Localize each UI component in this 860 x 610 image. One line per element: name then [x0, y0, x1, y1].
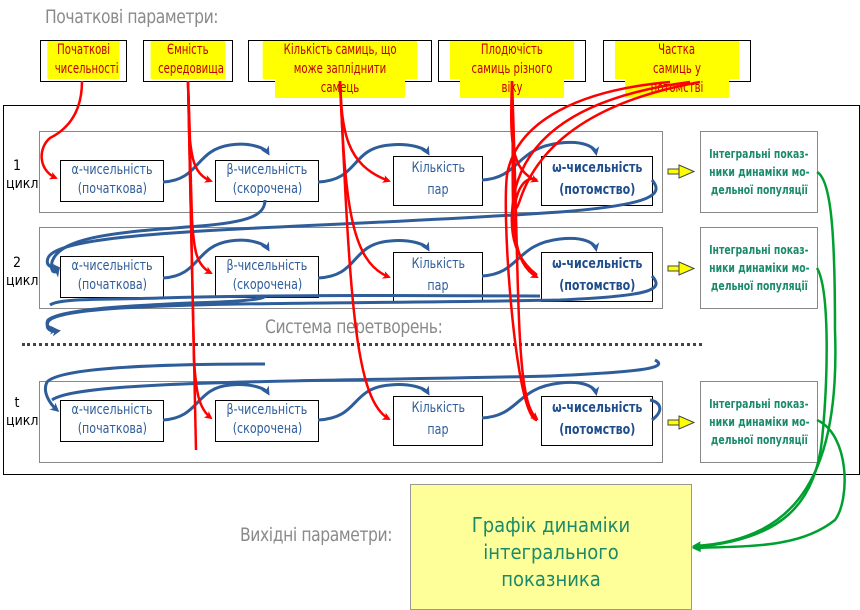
node-label: α-чисельність: [71, 402, 153, 418]
integral-label: ники динаміки мо-: [709, 415, 810, 429]
cycle-t-alpha-node: α-чисельність (початкова): [60, 400, 164, 442]
param-female-share: Частка самиць у потомстві: [603, 40, 751, 98]
integral-label: ники динаміки мо-: [709, 261, 810, 275]
cycle-t-integral-box: Інтегральні показ- ники динаміки мо- дел…: [700, 381, 818, 463]
integral-label: ники динаміки мо-: [709, 165, 810, 179]
cycle-word: цикл: [6, 176, 39, 192]
cycle-t-beta-node: β-чисельність (скорочена): [215, 400, 319, 442]
cycle-1-pairs-node: Кількість пар: [393, 156, 483, 206]
output-graph-box: Графік динаміки інтегрального показника: [410, 484, 692, 610]
node-label: (потомство): [558, 278, 636, 294]
param-fertility: Плодючість самиць різного віку: [438, 40, 586, 98]
cycle-1-beta-node: β-чисельність (скорочена): [215, 160, 319, 202]
param-initial-numbers: Початкові чисельності: [40, 40, 127, 82]
integral-label: дельної популяції: [710, 183, 808, 197]
cycle-word: цикл: [6, 413, 39, 429]
cycle-1-alpha-node: α-чисельність (початкова): [60, 160, 164, 202]
node-label: ω-чисельність: [551, 400, 643, 416]
ellipsis-separator: [22, 343, 702, 348]
cycle-number: 2: [12, 255, 21, 271]
node-label: Кількість: [411, 256, 465, 272]
integral-label: дельної популяції: [710, 433, 808, 447]
cycle-2-alpha-node: α-чисельність (початкова): [60, 256, 164, 298]
node-label: (скорочена): [232, 181, 302, 197]
cycle-t-label: t цикл: [6, 394, 39, 430]
output-label: інтегрального: [483, 540, 619, 564]
cycle-2-omega-node: ω-чисельність (потомство): [541, 252, 653, 302]
cycle-number: 1: [12, 158, 21, 174]
node-label: β-чисельність: [226, 402, 308, 418]
param-label: самиць у потомстві: [624, 60, 730, 98]
node-label: Кількість: [411, 400, 465, 416]
integral-label: Інтегральні показ-: [709, 397, 809, 411]
param-label: чисельності: [53, 60, 120, 79]
param-label: може запліднити самець: [274, 60, 406, 98]
node-label: ω-чисельність: [551, 256, 643, 272]
output-label: показника: [501, 567, 601, 591]
integral-label: Інтегральні показ-: [709, 243, 809, 257]
param-label: Частка: [657, 41, 697, 60]
integral-label: дельної популяції: [710, 279, 808, 293]
node-label: ω-чисельність: [551, 160, 643, 176]
node-label: пар: [427, 182, 449, 198]
cycle-2-pairs-node: Кількість пар: [393, 252, 483, 302]
param-capacity: Ємність середовища: [143, 40, 233, 82]
node-label: пар: [427, 422, 449, 438]
param-label: Плодючість: [480, 41, 544, 60]
param-label: середовища: [157, 60, 225, 79]
node-label: (скорочена): [232, 277, 302, 293]
cycle-2-beta-node: β-чисельність (скорочена): [215, 256, 319, 298]
node-label: пар: [427, 278, 449, 294]
node-label: Кількість: [411, 160, 465, 176]
node-label: (початкова): [77, 181, 147, 197]
param-label: Початкові: [56, 41, 111, 60]
output-params-title: Вихідні параметри:: [240, 524, 393, 546]
param-females-per-male: Кількість самиць, що може запліднити сам…: [248, 40, 432, 98]
node-label: α-чисельність: [71, 162, 153, 178]
node-label: (початкова): [77, 277, 147, 293]
node-label: (початкова): [77, 421, 147, 437]
cycle-number: t: [14, 395, 20, 411]
node-label: (потомство): [558, 422, 636, 438]
integral-label: Інтегральні показ-: [709, 147, 809, 161]
input-params-title: Початкові параметри:: [45, 6, 219, 28]
node-label: (скорочена): [232, 421, 302, 437]
node-label: (потомство): [558, 182, 636, 198]
cycle-t-pairs-node: Кількість пар: [393, 396, 483, 446]
cycle-1-label: 1 цикл: [6, 157, 39, 193]
cycle-1-omega-node: ω-чисельність (потомство): [541, 156, 653, 206]
cycle-t-omega-node: ω-чисельність (потомство): [541, 396, 653, 446]
cycle-1-integral-box: Інтегральні показ- ники динаміки мо- дел…: [700, 131, 818, 213]
output-label: Графік динаміки: [471, 513, 631, 537]
cycle-word: цикл: [6, 273, 39, 289]
node-label: β-чисельність: [226, 258, 308, 274]
node-label: β-чисельність: [226, 162, 308, 178]
param-label: самиць різного віку: [459, 60, 565, 98]
param-label: Кількість самиць, що: [282, 41, 398, 60]
param-label: Ємність: [166, 41, 210, 60]
cycle-2-integral-box: Інтегральні показ- ники динаміки мо- дел…: [700, 227, 818, 309]
cycle-2-label: 2 цикл: [6, 254, 39, 290]
node-label: α-чисельність: [71, 258, 153, 274]
